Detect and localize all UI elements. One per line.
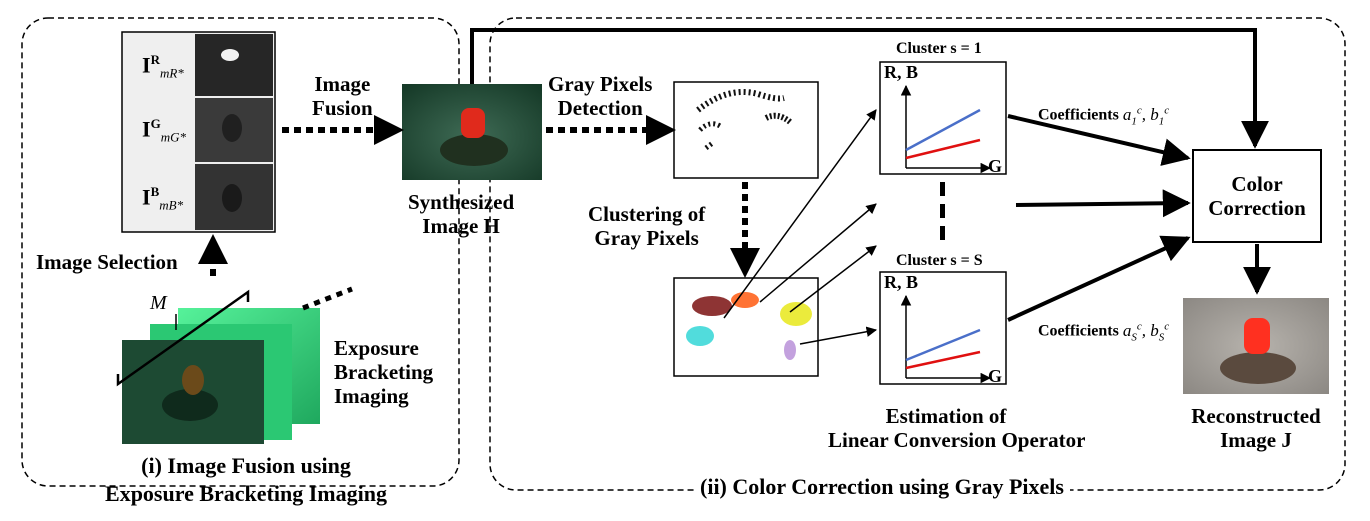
panel-right-title: (ii) Color Correction using Gray Pixels <box>694 474 1070 500</box>
reconstructed-image <box>1183 298 1329 394</box>
image-selection-label: Image Selection <box>36 250 178 274</box>
gray-pixels-map <box>673 81 819 179</box>
clustered-pixels-map <box>673 277 819 377</box>
channel-label-g: IGmG* <box>142 116 186 145</box>
selected-channel-stack <box>121 31 276 233</box>
cluster-1-title: Cluster s = 1 <box>896 40 982 57</box>
coefficients-S-label: Coefficients aSc, bSc <box>1038 320 1170 344</box>
exposure-bracketing-stack <box>116 286 353 444</box>
bracket-m-label: M <box>150 292 167 314</box>
cluster-plot-S <box>879 271 1007 385</box>
panel-image-fusion <box>21 17 460 487</box>
panel-left-title: (i) Image Fusion using Exposure Bracketi… <box>105 453 387 506</box>
axis-x-label-S: G <box>988 366 1003 386</box>
cluster-plot-1 <box>879 61 1007 175</box>
axis-x-label-1: G <box>988 156 1003 176</box>
color-correction-box <box>1192 149 1322 243</box>
cluster-ellipsis <box>940 182 945 240</box>
cluster-S-title: Cluster s = S <box>896 252 983 269</box>
flow-arrows-solid <box>470 28 1271 345</box>
coefficients-1-label: Coefficients a1c, b1c <box>1038 104 1170 128</box>
channel-label-r: IRmR* <box>142 52 184 81</box>
channel-label-b: IBmB* <box>142 184 184 213</box>
flow-arrows-dotted <box>198 115 760 278</box>
axis-y-label-S: R, B <box>884 272 919 292</box>
synthesized-image <box>402 84 542 180</box>
axis-y-label-1: R, B <box>884 62 919 82</box>
